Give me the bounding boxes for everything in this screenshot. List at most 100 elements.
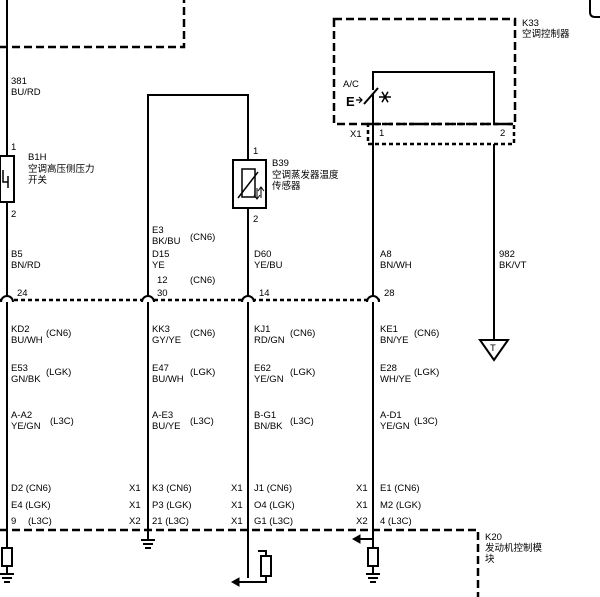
- svg-text:D60: D60: [254, 249, 271, 260]
- svg-text:1: 1: [11, 142, 16, 153]
- svg-text:P3 (LGK): P3 (LGK): [152, 500, 192, 511]
- svg-text:X2: X2: [356, 516, 368, 527]
- svg-text:E62: E62: [254, 363, 271, 374]
- svg-text:传感器: 传感器: [272, 180, 301, 192]
- col4-lower-labels: KE1 BN/YE (CN6) E28 WH/YE (LGK) A-D1 YE/…: [356, 324, 439, 527]
- wire-d60-label: D60 YE/BU: [254, 249, 283, 271]
- ground-symbol: T: [478, 339, 510, 362]
- wire-column-4: [372, 71, 495, 548]
- svg-text:E3: E3: [152, 225, 164, 236]
- svg-text:J1 (CN6): J1 (CN6): [254, 483, 292, 494]
- wire-b5-label: B5 BN/RD: [11, 249, 41, 271]
- svg-text:(CN6): (CN6): [290, 328, 315, 339]
- svg-text:K3 (CN6): K3 (CN6): [152, 483, 192, 494]
- b39-temperature-sensor: 1 2 B39 空调蒸发器温度 传感器: [232, 146, 339, 225]
- svg-text:(L3C): (L3C): [290, 416, 314, 427]
- svg-text:K33: K33: [522, 18, 539, 29]
- svg-text:空调控制器: 空调控制器: [522, 28, 570, 40]
- svg-text:A8: A8: [380, 249, 392, 260]
- svg-text:RD/GN: RD/GN: [254, 335, 285, 346]
- svg-text:X1: X1: [231, 483, 243, 494]
- svg-text:开关: 开关: [28, 174, 48, 186]
- svg-text:BN/BK: BN/BK: [254, 421, 283, 432]
- svg-text:(CN6): (CN6): [190, 232, 215, 243]
- svg-text:(LGK): (LGK): [414, 367, 439, 378]
- svg-text:块: 块: [485, 553, 495, 565]
- col3-lower-labels: KJ1 RD/GN (CN6) E62 YE/GN (LGK) B-G1 BN/…: [231, 324, 315, 527]
- inline-connector: 24 30 14 28: [0, 288, 395, 303]
- svg-text:(CN6): (CN6): [414, 328, 439, 339]
- svg-text:X1: X1: [129, 483, 141, 494]
- svg-text:2: 2: [11, 209, 16, 220]
- wire-381-label: 381 BU/RD: [11, 76, 41, 98]
- svg-text:B39: B39: [272, 158, 289, 169]
- svg-text:X2: X2: [129, 516, 141, 527]
- svg-text:28: 28: [384, 288, 395, 299]
- svg-text:BK/BU: BK/BU: [152, 236, 181, 247]
- svg-text:(L3C): (L3C): [414, 416, 438, 427]
- svg-text:9: 9: [11, 516, 16, 527]
- svg-text:A/C: A/C: [343, 79, 359, 90]
- svg-text:BU/YE: BU/YE: [152, 421, 181, 432]
- col1-lower-labels: KD2 BU/WH (CN6) E53 GN/BK (LGK) A-A2 YE/…: [11, 324, 74, 527]
- svg-text:X1: X1: [356, 483, 368, 494]
- svg-text:21 (L3C): 21 (L3C): [152, 516, 189, 527]
- svg-text:G1 (L3C): G1 (L3C): [254, 516, 293, 527]
- svg-text:(CN6): (CN6): [190, 275, 215, 286]
- col2-lower-labels: KK3 GY/YE (CN6) E47 BU/WH (LGK) A-E3 BU/…: [129, 324, 215, 527]
- svg-text:D2 (CN6): D2 (CN6): [11, 483, 51, 494]
- svg-text:A-A2: A-A2: [11, 410, 32, 421]
- svg-text:2: 2: [500, 128, 505, 139]
- svg-text:X1: X1: [231, 516, 243, 527]
- svg-text:YE/GN: YE/GN: [11, 421, 41, 432]
- svg-text:BU/RD: BU/RD: [11, 87, 41, 98]
- svg-text:1: 1: [253, 146, 258, 157]
- right-edge-box: [589, 0, 600, 18]
- svg-text:BN/WH: BN/WH: [380, 260, 412, 271]
- svg-text:982: 982: [499, 249, 515, 260]
- col3-reference-resistor: [230, 550, 272, 587]
- svg-text:YE/GN: YE/GN: [254, 374, 284, 385]
- col2-ground-icon: [141, 539, 155, 549]
- svg-text:E28: E28: [380, 363, 397, 374]
- svg-text:YE: YE: [152, 260, 165, 271]
- svg-text:O4 (LGK): O4 (LGK): [254, 500, 295, 511]
- svg-text:GY/YE: GY/YE: [152, 335, 181, 346]
- svg-text:X1: X1: [231, 500, 243, 511]
- svg-text:K20: K20: [485, 532, 502, 543]
- svg-text:X1: X1: [129, 500, 141, 511]
- svg-text:空调高压侧压力: 空调高压侧压力: [28, 163, 95, 175]
- svg-text:12: 12: [157, 275, 168, 286]
- svg-text:T: T: [490, 343, 496, 354]
- svg-text:1: 1: [379, 128, 384, 139]
- svg-text:(LGK): (LGK): [290, 367, 315, 378]
- svg-text:4 (L3C): 4 (L3C): [380, 516, 412, 527]
- svg-text:B5: B5: [11, 249, 23, 260]
- svg-text:E: E: [346, 94, 355, 109]
- svg-text:KD2: KD2: [11, 324, 29, 335]
- svg-text:BN/RD: BN/RD: [11, 260, 41, 271]
- svg-text:YE/BU: YE/BU: [254, 260, 283, 271]
- svg-text:BK/VT: BK/VT: [499, 260, 527, 271]
- svg-text:381: 381: [11, 76, 27, 87]
- wire-e3-label: E3 BK/BU (CN6) D15 YE 12 (CN6): [152, 225, 215, 286]
- svg-text:14: 14: [259, 288, 270, 299]
- svg-text:(CN6): (CN6): [46, 328, 71, 339]
- svg-text:30: 30: [157, 288, 168, 299]
- svg-text:E47: E47: [152, 363, 169, 374]
- col1-resistor-ground: [0, 547, 14, 583]
- svg-text:D15: D15: [152, 249, 169, 260]
- svg-text:B1H: B1H: [28, 152, 47, 163]
- svg-text:M2 (LGK): M2 (LGK): [380, 500, 421, 511]
- svg-text:A-E3: A-E3: [152, 410, 173, 421]
- svg-text:(L3C): (L3C): [28, 516, 52, 527]
- svg-text:BU/WH: BU/WH: [152, 374, 184, 385]
- svg-text:X1: X1: [356, 500, 368, 511]
- svg-text:BU/WH: BU/WH: [11, 335, 43, 346]
- upper-module-box: [0, 0, 186, 49]
- svg-text:24: 24: [17, 288, 28, 299]
- wire-982-ground: 982 BK/VT: [493, 144, 527, 340]
- svg-text:GN/BK: GN/BK: [11, 374, 41, 385]
- svg-text:KJ1: KJ1: [254, 324, 270, 335]
